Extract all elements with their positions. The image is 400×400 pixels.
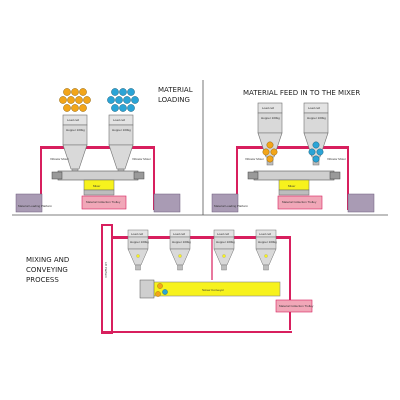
hopper-label: Hopper 100kg (66, 128, 85, 132)
loading-platform-left (211, 193, 239, 213)
frame-beam (40, 146, 155, 149)
load-cell-label: Load cell (131, 232, 143, 236)
load-cell-label: Load cell (308, 106, 320, 110)
orange-material-balls (59, 88, 91, 112)
panel-mixing-conveying: MIXING AND CONVEYING PROCESS Lift Platfo… (26, 224, 314, 334)
trolley-label: Material Collection Trolley (86, 200, 121, 204)
mixer-assembly: Mixer (247, 170, 341, 196)
yellow-material-dots (136, 254, 268, 258)
hopper-1 (62, 114, 88, 178)
collection-trolley (81, 195, 127, 210)
platform-label: Material Loading Platform (18, 204, 53, 208)
platform-label: Material Loading Platform (214, 204, 249, 208)
lift-platform (101, 224, 113, 334)
load-cell-label: Load cell (173, 232, 185, 236)
hopper-label: Hopper 100kg (130, 240, 149, 244)
hopper-2 (169, 229, 191, 271)
collection-trolley (277, 195, 323, 210)
hopper-2 (108, 114, 134, 178)
hopper-1 (127, 229, 149, 271)
hopper-4 (255, 229, 277, 271)
trolley-label: Material Collection Trolley (282, 200, 317, 204)
blue-material-balls (308, 141, 324, 163)
conveyor-motor (139, 279, 155, 299)
lift-label: Lift Platform (104, 262, 108, 279)
panel-title: MATERIAL FEED IN TO THE MIXER (243, 89, 360, 97)
loading-platform-left (15, 193, 43, 213)
hopper-label: Hopper 100kg (258, 240, 277, 244)
hopper-label: Hopper 100kg (112, 128, 131, 132)
mixer-assembly: Mixer (51, 170, 145, 196)
vibrator-label: Vibrator Motor (132, 157, 151, 161)
top-beam (111, 236, 291, 239)
loading-platform-right (153, 193, 181, 213)
hopper-label: Hopper 100kg (216, 240, 235, 244)
mixer-label: Mixer (288, 184, 295, 188)
panel-title-line3: PROCESS (26, 276, 59, 284)
mixed-material-balls (155, 283, 168, 297)
panel-title-line1: MIXING AND (26, 256, 69, 264)
load-cell-label: Load cell (113, 118, 125, 122)
vibrator-label: Vibrator Motor (327, 157, 346, 161)
orange-material-balls (262, 141, 278, 163)
vibrator-label: Vibrator Motor (245, 157, 264, 161)
hopper-label: Hopper 100kg (261, 116, 280, 120)
conveyor-label: Screw Conveyor (202, 288, 224, 292)
panel-title-line1: MATERIAL (158, 86, 193, 94)
trolley-label: Material Collection Trolley (279, 304, 314, 308)
load-cell-label: Load cell (67, 118, 79, 122)
panel-title-line2: LOADING (158, 96, 190, 104)
mixer-label: Mixer (93, 184, 100, 188)
hopper-label: Hopper 100kg (172, 240, 191, 244)
panel-material-loading: MATERIAL LOADING Load cell Hopper 100kg … (15, 86, 193, 213)
frame-beam (236, 146, 349, 149)
hopper-3 (213, 229, 235, 271)
vibrator-label: Vibrator Motor (50, 157, 69, 161)
hopper-label: Hopper 100kg (307, 116, 326, 120)
panel-title-line2: CONVEYING (26, 266, 68, 274)
loading-platform-right (347, 193, 375, 213)
collection-trolley (275, 299, 313, 313)
blue-material-balls (107, 88, 139, 112)
load-cell-label: Load cell (217, 232, 229, 236)
load-cell-label: Load cell (262, 106, 274, 110)
panel-material-feed: MATERIAL FEED IN TO THE MIXER Load cell … (211, 89, 375, 213)
load-cell-label: Load cell (259, 232, 271, 236)
